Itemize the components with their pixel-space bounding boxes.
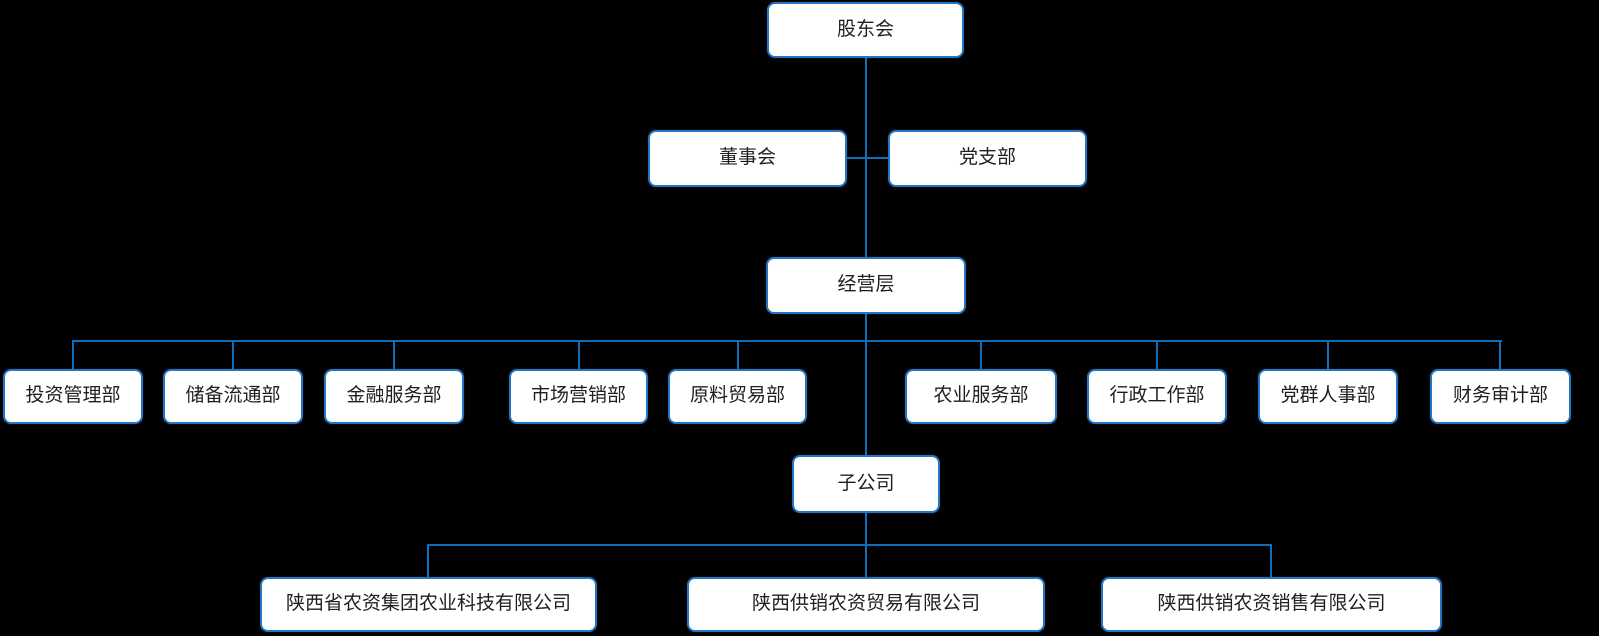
- connector-drop-dept-6: [980, 341, 982, 370]
- org-node-label: 经营层: [837, 274, 895, 296]
- org-node-label: 陕西省农资集团农业科技有限公司: [285, 593, 571, 615]
- org-node-label: 原料贸易部: [689, 385, 785, 407]
- org-node-label: 党支部: [958, 147, 1016, 169]
- org-node-dept-financial-services: 金融服务部: [324, 369, 464, 424]
- org-node-dept-party-masses-personnel: 党群人事部: [1258, 369, 1398, 424]
- org-node-label: 陕西供销农资贸易有限公司: [751, 593, 980, 615]
- org-node-subsidiary-agri-sales: 陕西供销农资销售有限公司: [1101, 577, 1442, 632]
- org-node-dept-agricultural-services: 农业服务部: [905, 369, 1057, 424]
- org-node-label: 金融服务部: [346, 385, 442, 407]
- org-node-label: 陕西供销农资销售有限公司: [1157, 593, 1386, 615]
- connector-drop-dept-9: [1499, 341, 1501, 370]
- connector-drop-dept-5: [737, 341, 739, 370]
- connector-trunk-middle: [865, 314, 867, 455]
- org-node-label: 董事会: [718, 147, 776, 169]
- org-node-label: 子公司: [837, 472, 895, 494]
- org-node-label: 股东会: [836, 18, 894, 40]
- org-node-board-of-directors: 董事会: [648, 130, 847, 187]
- connector-subsidiary-bus: [427, 544, 1272, 546]
- org-node-label: 财务审计部: [1452, 385, 1548, 407]
- org-node-dept-raw-material-trade: 原料贸易部: [668, 369, 807, 424]
- org-node-shareholders-meeting: 股东会: [767, 2, 964, 58]
- org-node-label: 市场营销部: [530, 385, 626, 407]
- org-node-party-branch: 党支部: [888, 130, 1087, 187]
- org-node-subsidiaries-group: 子公司: [792, 455, 940, 513]
- org-node-dept-reserve-circulation: 储备流通部: [163, 369, 303, 424]
- org-node-dept-finance-audit: 财务审计部: [1430, 369, 1571, 424]
- org-node-subsidiary-agri-trade: 陕西供销农资贸易有限公司: [687, 577, 1045, 632]
- org-node-subsidiary-agri-tech: 陕西省农资集团农业科技有限公司: [260, 577, 597, 632]
- org-node-dept-investment-management: 投资管理部: [3, 369, 143, 424]
- org-node-dept-administrative-work: 行政工作部: [1087, 369, 1227, 424]
- connector-drop-dept-3: [393, 341, 395, 370]
- org-node-label: 行政工作部: [1109, 385, 1205, 407]
- connector-drop-subsidiary-3: [1270, 545, 1272, 577]
- org-node-label: 储备流通部: [185, 385, 281, 407]
- connector-drop-subsidiary-1: [427, 545, 429, 577]
- org-node-label: 党群人事部: [1280, 385, 1376, 407]
- connector-department-bus: [72, 340, 1502, 342]
- connector-drop-dept-2: [232, 341, 234, 370]
- connector-drop-dept-1: [72, 341, 74, 370]
- org-node-management-layer: 经营层: [766, 257, 966, 314]
- org-node-label: 投资管理部: [25, 385, 121, 407]
- connector-drop-dept-7: [1156, 341, 1158, 370]
- connector-board-party: [847, 157, 888, 159]
- connector-drop-dept-8: [1327, 341, 1329, 370]
- connector-drop-dept-4: [578, 341, 580, 370]
- org-node-dept-marketing: 市场营销部: [509, 369, 648, 424]
- org-node-label: 农业服务部: [933, 385, 1029, 407]
